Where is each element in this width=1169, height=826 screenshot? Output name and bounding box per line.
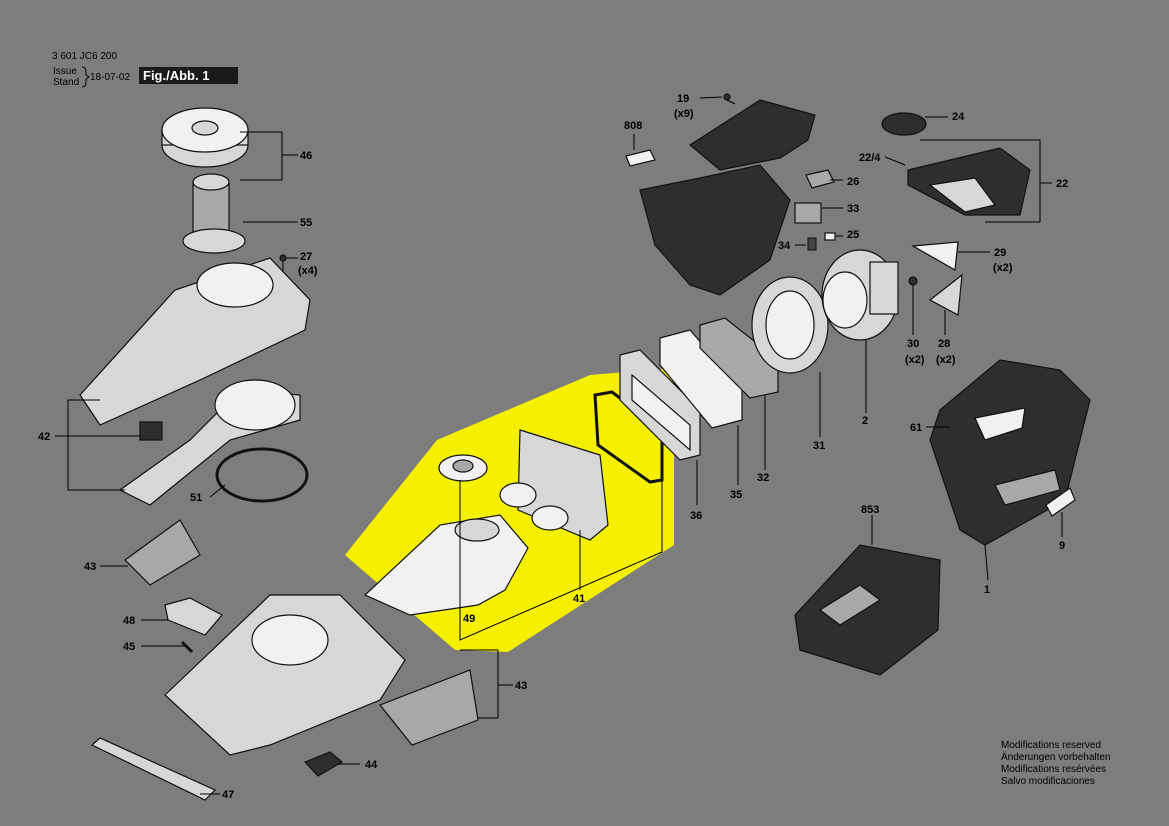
part-quantity-30: (x2): [905, 354, 925, 366]
part-quantity-19: (x9): [674, 108, 694, 120]
part-33-switch: [794, 202, 822, 224]
part-2-motor: [821, 249, 899, 341]
part-label-808: 808: [624, 120, 642, 132]
part-number: 3 601 JC6 200: [52, 51, 117, 62]
part-19-screw: [723, 93, 736, 105]
part-label-42: 42: [38, 431, 50, 443]
part-22-board: [907, 147, 1031, 216]
part-label-853: 853: [861, 504, 879, 516]
part-label-36: 36: [690, 510, 702, 522]
part-30-screw: [908, 276, 918, 286]
part-quantity-28: (x2): [936, 354, 956, 366]
part-41-filter-unit: [499, 429, 609, 541]
part-handle-housing: [639, 99, 816, 296]
part-label-31: 31: [813, 440, 825, 452]
part-9-label: [1045, 487, 1076, 517]
note-line-2: Änderungen vorbehalten: [1001, 751, 1111, 763]
part-label-30: 30: [907, 338, 919, 350]
part-label-51: 51: [190, 492, 202, 504]
part-label-33: 33: [847, 203, 859, 215]
part-44-clip: [303, 751, 344, 777]
issue-label: Issue: [53, 66, 77, 77]
part-25-pin: [824, 232, 836, 241]
part-label-55: 55: [300, 217, 312, 229]
part-46-lid: [161, 107, 249, 168]
part-label-2: 2: [862, 415, 868, 427]
part-853-charger: [794, 544, 941, 676]
part-label-61: 61: [910, 422, 922, 434]
part-label-45: 45: [123, 641, 135, 653]
part-label-22: 22: [1056, 178, 1068, 190]
figure-label: Fig./Abb. 1: [143, 68, 209, 83]
part-label-49: 49: [463, 613, 475, 625]
part-label-22-4: 22/4: [859, 152, 881, 164]
part-51-seal: [215, 447, 309, 503]
part-27-screw: [279, 254, 287, 272]
part-label-9: 9: [1059, 540, 1065, 552]
leader-lines: [55, 96, 1063, 795]
part-base-tray: [164, 594, 406, 756]
highlight-region: [345, 368, 674, 652]
brace: [81, 66, 90, 88]
part-808-label: [625, 149, 656, 167]
part-26-button: [805, 169, 835, 189]
part-34-spring: [807, 237, 817, 251]
part-label-27: 27: [300, 251, 312, 263]
note-line-3: Modifications resérvées: [1001, 764, 1106, 775]
part-49-nozzle: [363, 514, 529, 616]
part-label-43-lower: 43: [515, 680, 527, 692]
part-label-29: 29: [994, 247, 1006, 259]
part-36-frame: [619, 349, 701, 461]
part-label-34: 34: [778, 240, 791, 252]
part-quantity-27: (x4): [298, 265, 318, 277]
part-label-48: 48: [123, 615, 135, 627]
part-1-housing: [929, 359, 1091, 546]
stand-label: Stand: [53, 77, 79, 88]
part-label-46: 46: [300, 150, 312, 162]
part-43-flap: [379, 669, 479, 746]
part-31-ring: [751, 276, 829, 374]
part-49-ring: [438, 454, 488, 482]
part-label-35: 35: [730, 489, 742, 501]
part-label-44: 44: [365, 759, 378, 771]
part-label-25: 25: [847, 229, 859, 241]
part-48-button: [164, 597, 223, 636]
part-label-26: 26: [847, 176, 859, 188]
part-43-cover: [124, 519, 201, 586]
note-line-4: Salvo modificaciones: [1001, 776, 1095, 787]
part-label-19: 19: [677, 93, 689, 105]
part-47-strip: [90, 737, 217, 801]
part-label-28: 28: [938, 338, 950, 350]
part-42-housing: [79, 257, 311, 506]
part-32-grid: [699, 317, 779, 399]
part-28-seal: [928, 273, 963, 316]
part-label-43-upper: 43: [84, 561, 96, 573]
part-24-cap: [881, 112, 927, 136]
part-label-41: 41: [573, 593, 585, 605]
part-label-1: 1: [984, 584, 990, 596]
part-label-47: 47: [222, 789, 234, 801]
part-label-32: 32: [757, 472, 769, 484]
part-55-filter: [182, 173, 246, 254]
part-29-seal: [911, 241, 959, 271]
issue-date: 18-07-02: [90, 72, 130, 83]
part-quantity-29: (x2): [993, 262, 1013, 274]
figure-label-box: [139, 67, 238, 84]
note-line-1: Modifications reserved: [1001, 740, 1101, 751]
part-label-24: 24: [952, 111, 965, 123]
part-45-spring: [180, 640, 194, 654]
part-35-filter: [659, 329, 743, 429]
